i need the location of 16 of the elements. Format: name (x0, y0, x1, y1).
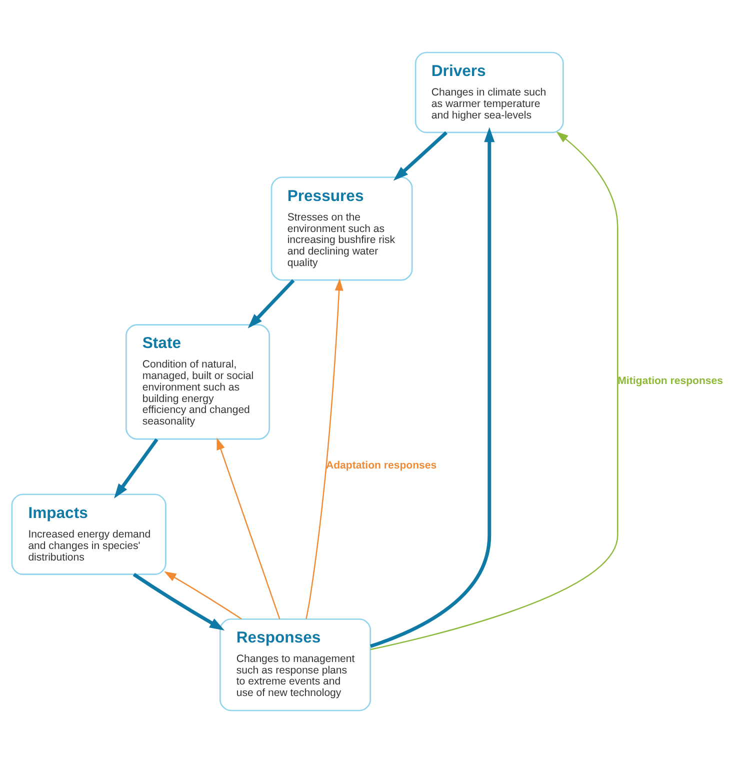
arrow (370, 127, 495, 648)
node-box: Responses Changes to management such as response plans to extreme events and use of new technology (219, 618, 372, 712)
node-box: Drivers Changes in climate such as warmer temperature and higher sea-levels (414, 52, 564, 134)
arrow (393, 131, 448, 181)
arrow (132, 572, 225, 630)
arrow (306, 278, 344, 619)
edge-label: Adaptation responses (326, 460, 437, 472)
edge-label: Mitigation responses (618, 374, 723, 387)
arrow (164, 571, 242, 620)
node-box: State Condition of natural, managed, built or social environment such as building energy efficiency and changed seasonality (125, 324, 270, 440)
node-box: Impacts Increased energy demand and changes in species' distributions (11, 494, 166, 575)
arrow (216, 438, 280, 620)
arrow (248, 279, 295, 328)
arrow (114, 438, 158, 499)
arrow (370, 132, 618, 650)
node-box: Pressures Stresses on the environment such as increasing bushfire risk and declining water quality (270, 176, 413, 281)
